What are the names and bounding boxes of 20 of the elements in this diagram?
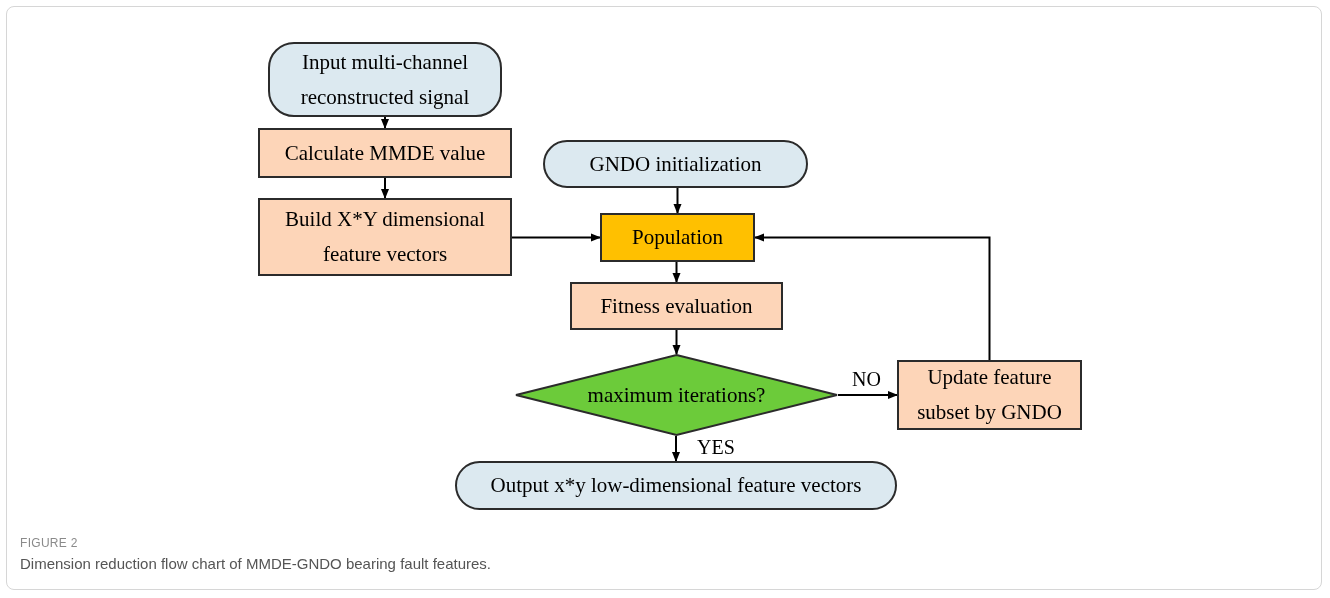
process-box: Update feature subset by GNDO (897, 360, 1082, 430)
arrow (381, 177, 389, 199)
terminal-box: Input multi-channel reconstructed signal (268, 42, 502, 117)
arrow (511, 233, 601, 242)
arrow (672, 435, 680, 462)
decision-diamond: maximum iterations? (515, 354, 838, 436)
arrow (381, 116, 389, 129)
process-box: Fitness evaluation (570, 282, 783, 330)
terminal-box: GNDO initialization (543, 140, 808, 188)
arrow (754, 233, 991, 361)
caption: Dimension reduction flow chart of MMDE-GNDO bearing fault features. (20, 555, 492, 572)
arrow (673, 187, 682, 214)
process-box: Population (600, 213, 755, 262)
arrow (672, 261, 681, 283)
figure-number: FIGURE 2 (20, 536, 78, 550)
arrow (672, 329, 681, 355)
arrow (837, 391, 898, 399)
process-box: Calculate MMDE value (258, 128, 512, 178)
process-box: Build X*Y dimensional feature vectors (258, 198, 512, 276)
terminal-box: Output x*y low-dimensional feature vectors (455, 461, 897, 510)
